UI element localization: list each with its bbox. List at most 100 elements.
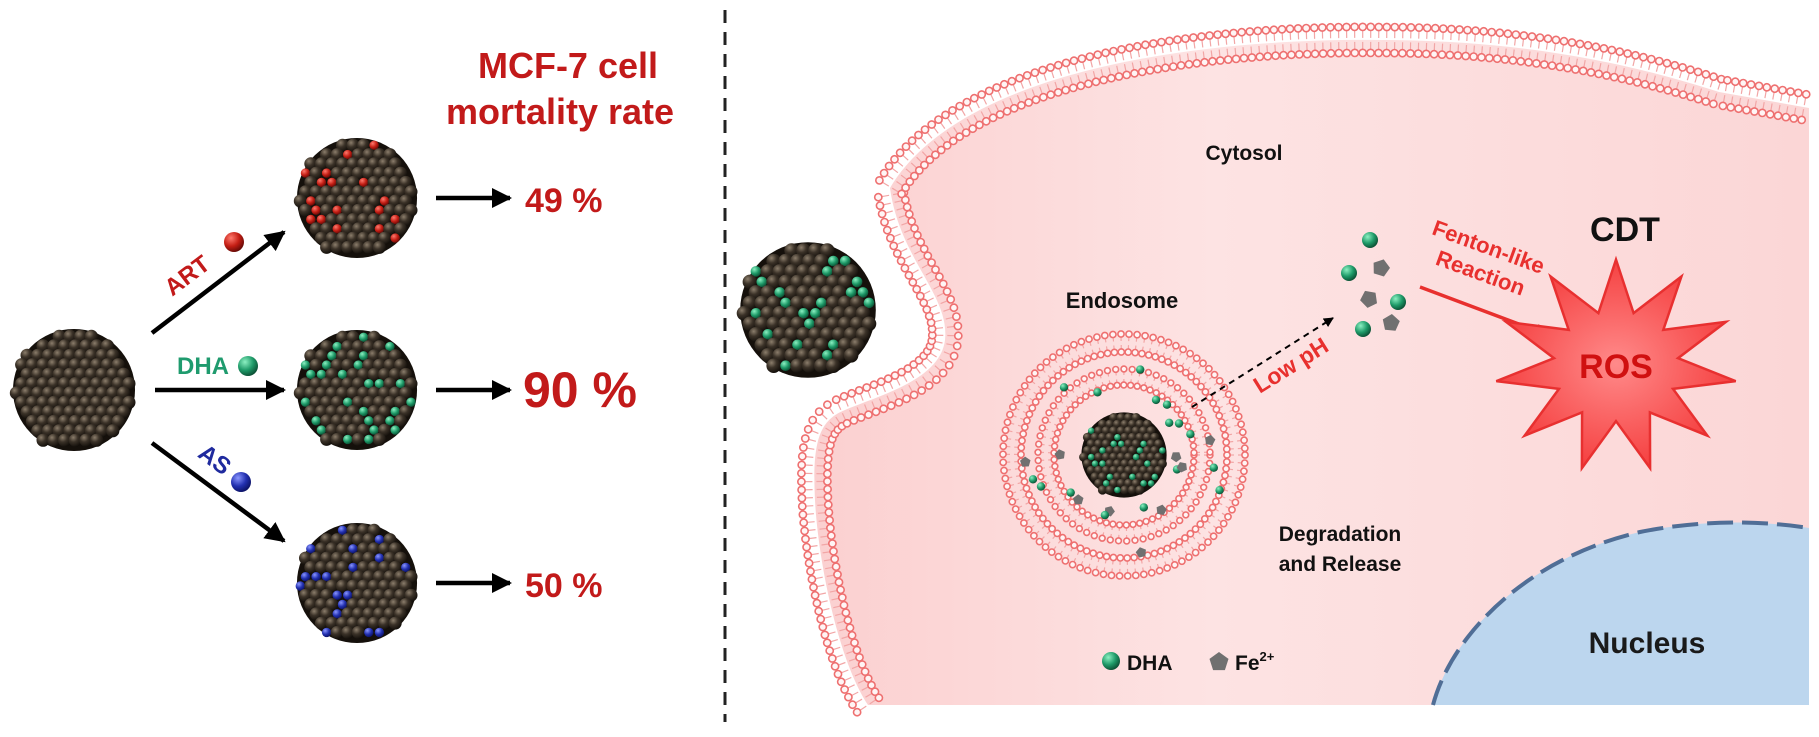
- lipid-head: [1042, 417, 1048, 423]
- lipid-head: [1186, 554, 1192, 560]
- lipid-head: [1327, 50, 1334, 57]
- lipid-head: [1197, 492, 1203, 498]
- carrier-sphere: [310, 359, 323, 372]
- lipid-head: [1029, 405, 1035, 411]
- nanoparticle-entering-cell: [737, 242, 877, 378]
- lipid-head: [1020, 431, 1026, 437]
- released-dha-molecule: [1355, 321, 1371, 337]
- lipid-head: [1171, 501, 1177, 507]
- lipid-head: [1256, 53, 1263, 60]
- lipid-head: [1216, 527, 1222, 533]
- lipid-head: [798, 461, 805, 468]
- lipid-head: [1311, 24, 1318, 31]
- lipid-head: [1225, 56, 1232, 63]
- lipid-head: [1194, 355, 1200, 361]
- lipid-head: [1020, 472, 1026, 478]
- lipid-head: [1057, 510, 1063, 516]
- lipid-head: [1091, 515, 1097, 521]
- lipid-head: [1124, 538, 1130, 544]
- lipid-head: [1177, 518, 1183, 524]
- lipid-head: [1679, 64, 1686, 71]
- drug-sphere: [364, 435, 373, 444]
- lipid-head: [1064, 345, 1070, 351]
- lipid-head: [1240, 476, 1246, 482]
- lipid-head: [1090, 550, 1096, 556]
- lipid-head: [940, 280, 947, 287]
- lipid-head: [1233, 406, 1239, 412]
- lipid-head: [832, 663, 839, 670]
- lipid-head: [1616, 48, 1623, 55]
- lipid-head: [1238, 421, 1244, 427]
- lipid-head: [1232, 499, 1238, 505]
- carrier-sphere: [299, 204, 312, 217]
- lipid-head: [1161, 376, 1167, 382]
- lipid-head: [1687, 93, 1694, 100]
- lipid-head: [1002, 475, 1008, 481]
- lipid-head: [1107, 537, 1113, 543]
- lipid-head: [824, 486, 831, 493]
- lipid-head: [799, 511, 806, 518]
- lipid-head: [891, 156, 898, 163]
- lipid-head: [1595, 70, 1602, 77]
- lipid-head: [1131, 70, 1138, 77]
- lipid-head: [1217, 57, 1224, 64]
- drug-label-dha: DHA: [177, 353, 229, 380]
- carrier-sphere: [1105, 485, 1114, 494]
- lipid-head: [1006, 491, 1012, 497]
- lipid-head: [1178, 62, 1185, 69]
- lipid-head: [1648, 56, 1655, 63]
- lipid-head: [1047, 64, 1054, 71]
- lipid-head: [1072, 402, 1078, 408]
- lipid-head: [1133, 572, 1139, 578]
- lipid-head: [1278, 26, 1285, 33]
- legend-fe-charge: 2+: [1260, 649, 1275, 664]
- lipid-head: [1603, 72, 1610, 79]
- lipid-head: [911, 225, 918, 232]
- lipid-head: [849, 632, 856, 639]
- lipid-head: [1440, 25, 1447, 32]
- lipid-head: [1462, 52, 1469, 59]
- drug-sphere: [322, 628, 331, 637]
- lipid-head: [1067, 385, 1073, 391]
- lipid-head: [1117, 522, 1123, 528]
- carrier-sphere: [844, 348, 859, 363]
- lipid-head: [881, 170, 888, 177]
- lipid-head: [875, 194, 882, 201]
- lipid-head: [1343, 49, 1350, 56]
- lipid-head: [865, 411, 872, 418]
- lipid-head: [1286, 25, 1293, 32]
- lipid-head: [1182, 535, 1188, 541]
- lipid-head: [803, 544, 810, 551]
- lipid-head: [1520, 32, 1527, 39]
- lipid-head: [909, 137, 916, 144]
- lipid-head: [1040, 94, 1047, 101]
- mortality-title-line2: mortality rate: [446, 91, 674, 132]
- lipid-head: [1399, 50, 1406, 57]
- lipid-head: [897, 149, 904, 156]
- lipid-head: [1295, 25, 1302, 32]
- lipid-head: [1021, 520, 1027, 526]
- lipid-head: [1254, 27, 1261, 34]
- lipid-head: [1182, 35, 1189, 42]
- lipid-head: [825, 455, 832, 462]
- lipid-head: [887, 235, 894, 242]
- lipid-head: [1142, 333, 1148, 339]
- lipid-head: [1200, 360, 1206, 366]
- lipid-head: [1187, 351, 1193, 357]
- lipid-head: [1664, 87, 1671, 94]
- lipid-head: [1052, 504, 1058, 510]
- lipid-head: [1649, 83, 1656, 90]
- lipid-head: [816, 408, 823, 415]
- lipid-head: [1023, 485, 1029, 491]
- lipid-head: [1123, 71, 1130, 78]
- nanoparticle-dha-loaded: [294, 330, 418, 450]
- lipid-head: [1002, 427, 1008, 433]
- drug-sphere: [375, 628, 384, 637]
- lipid-head: [1150, 40, 1157, 47]
- lipid-head: [804, 552, 811, 559]
- drug-sphere: [311, 416, 320, 425]
- lipid-head: [1787, 88, 1794, 95]
- dha-molecule: [1186, 430, 1194, 438]
- lipid-head: [1061, 489, 1067, 495]
- lipid-head: [1141, 571, 1147, 577]
